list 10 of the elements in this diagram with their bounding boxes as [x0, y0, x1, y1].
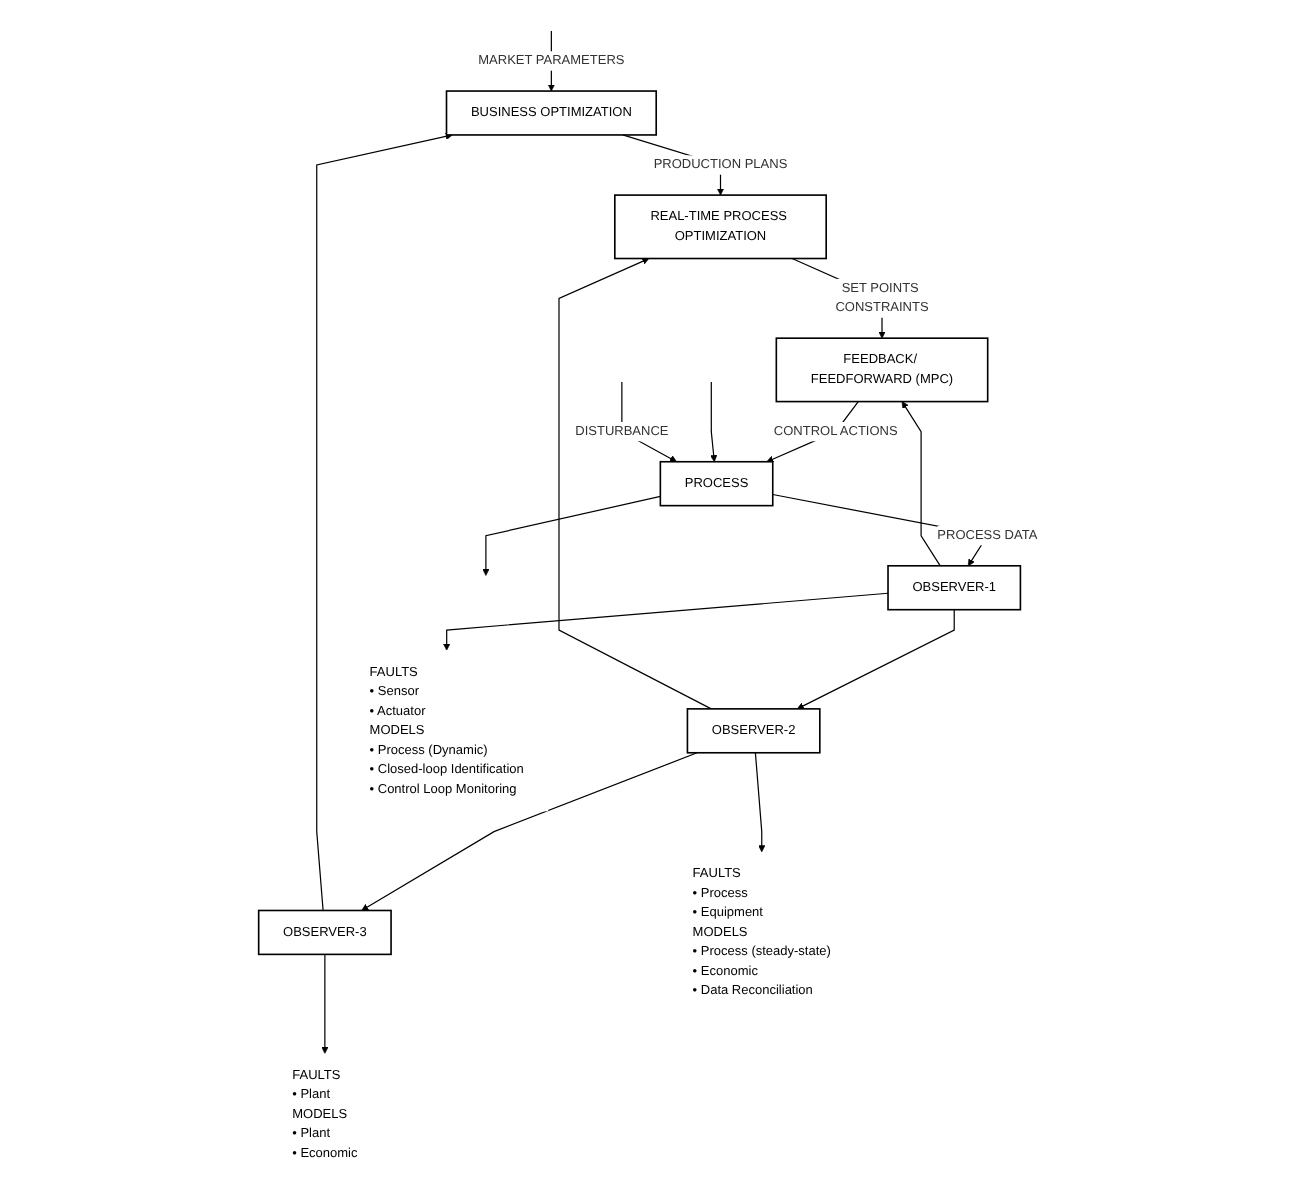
- arrow: [901, 401, 941, 567]
- arrow: [797, 609, 955, 710]
- arrow: [316, 132, 453, 912]
- arrow: [754, 752, 766, 853]
- arrow: [361, 752, 698, 911]
- arrow: [321, 953, 329, 1054]
- arrow: [710, 381, 718, 463]
- arrow: [558, 257, 712, 710]
- arrow: [443, 592, 889, 651]
- arrow: [482, 495, 661, 576]
